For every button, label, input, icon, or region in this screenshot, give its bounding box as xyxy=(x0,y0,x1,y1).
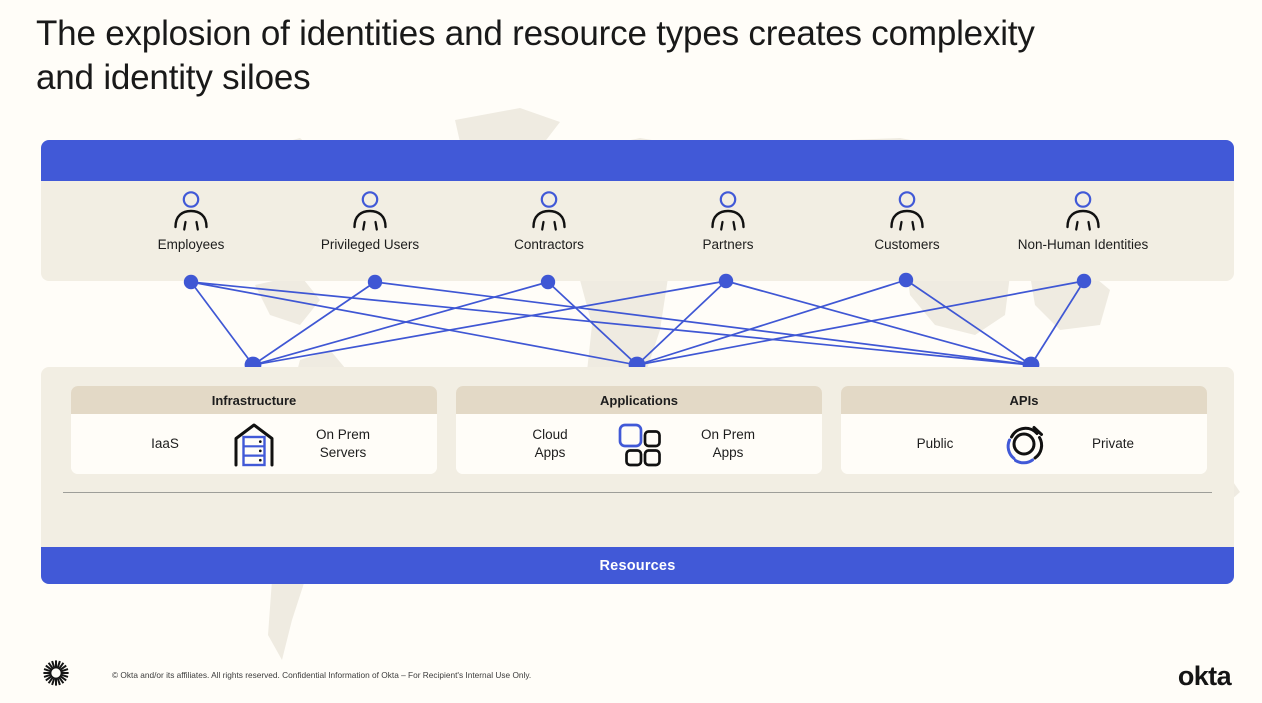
persona-contractors[interactable]: Contractors xyxy=(459,189,639,252)
network-edge xyxy=(905,279,1032,366)
sunburst-ray xyxy=(45,674,53,682)
network-edge xyxy=(1030,280,1085,366)
person-icon xyxy=(711,191,745,231)
network-edge xyxy=(252,281,549,366)
identities-panel: Employees Privileged Users Con xyxy=(41,140,1234,281)
resource-card-title: APIs xyxy=(841,386,1207,414)
persona-privileged-users[interactable]: Privileged Users xyxy=(280,189,460,252)
sunburst-ray xyxy=(59,664,67,672)
persona-non-human-identities[interactable]: Non-Human Identities xyxy=(993,189,1173,252)
network-nodes xyxy=(183,272,1092,374)
resource-card-title: Infrastructure xyxy=(71,386,437,414)
resource-card-body: Public Private xyxy=(841,414,1207,474)
sunburst-ray xyxy=(59,674,67,682)
person-icon xyxy=(353,191,387,231)
person-icon xyxy=(890,191,924,231)
section-divider xyxy=(63,492,1212,493)
resources-panel: Infrastructure IaaS xyxy=(41,367,1234,584)
resources-bar-label: Resources xyxy=(41,547,1234,584)
sunburst-ray xyxy=(43,673,52,678)
resource-card-infrastructure[interactable]: Infrastructure IaaS xyxy=(71,386,437,474)
api-ring-icon xyxy=(994,419,1054,469)
persona-label: Customers xyxy=(874,237,940,252)
network-edge xyxy=(636,280,727,366)
sunburst-ray xyxy=(60,668,69,673)
sunburst-ray xyxy=(43,668,52,673)
on-prem-server-icon xyxy=(224,419,284,469)
network-edge xyxy=(252,280,727,366)
resource-right-label: Private xyxy=(1091,436,1135,452)
network-edge xyxy=(547,281,638,366)
resource-card-title: Applications xyxy=(456,386,822,414)
resource-left-label: IaaS xyxy=(151,436,179,452)
footer-copyright: © Okta and/or its affiliates. All rights… xyxy=(112,670,532,680)
okta-sunburst-icon xyxy=(43,660,69,686)
resource-card-apis[interactable]: APIs Public Private xyxy=(841,386,1207,474)
sunburst-ray xyxy=(60,673,69,678)
sunburst-ray xyxy=(56,677,61,686)
okta-wordmark: okta xyxy=(1177,661,1232,691)
persona-label: Employees xyxy=(157,237,225,252)
sunburst-ray xyxy=(47,662,55,670)
persona-partners[interactable]: Partners xyxy=(638,189,818,252)
network-edges xyxy=(190,279,1085,366)
identities-top-bar xyxy=(41,140,1234,181)
persona-employees[interactable]: Employees xyxy=(101,189,281,252)
persona-label: Partners xyxy=(702,237,754,252)
person-icon xyxy=(174,191,208,231)
sunburst-ray xyxy=(56,660,61,669)
network-edge xyxy=(190,281,1032,366)
network-edge xyxy=(190,281,254,366)
identities-body: Employees Privileged Users Con xyxy=(41,181,1234,281)
sunburst-ray xyxy=(47,676,55,684)
sunburst-ray xyxy=(45,664,53,672)
network-edge xyxy=(725,280,1032,366)
network-edge xyxy=(252,281,376,366)
page-title: The explosion of identities and resource… xyxy=(36,14,1035,98)
person-icon xyxy=(532,191,566,231)
network-edge xyxy=(636,280,1085,366)
person-icon xyxy=(1066,191,1100,231)
network-edge xyxy=(374,281,1032,366)
sunburst-ray xyxy=(51,677,56,686)
sunburst-ray xyxy=(57,662,65,670)
persona-customers[interactable]: Customers xyxy=(817,189,997,252)
sunburst-ray xyxy=(51,660,56,669)
resource-left-label: Public xyxy=(916,436,954,452)
network-edge xyxy=(190,281,638,366)
persona-label: Privileged Users xyxy=(320,237,420,252)
persona-label: Contractors xyxy=(514,237,584,252)
sunburst-ray xyxy=(57,676,65,684)
resources-body: Infrastructure IaaS xyxy=(41,367,1234,547)
app-grid-icon xyxy=(609,419,669,469)
persona-label: Non-Human Identities xyxy=(1017,237,1149,252)
network-edge xyxy=(636,279,907,366)
